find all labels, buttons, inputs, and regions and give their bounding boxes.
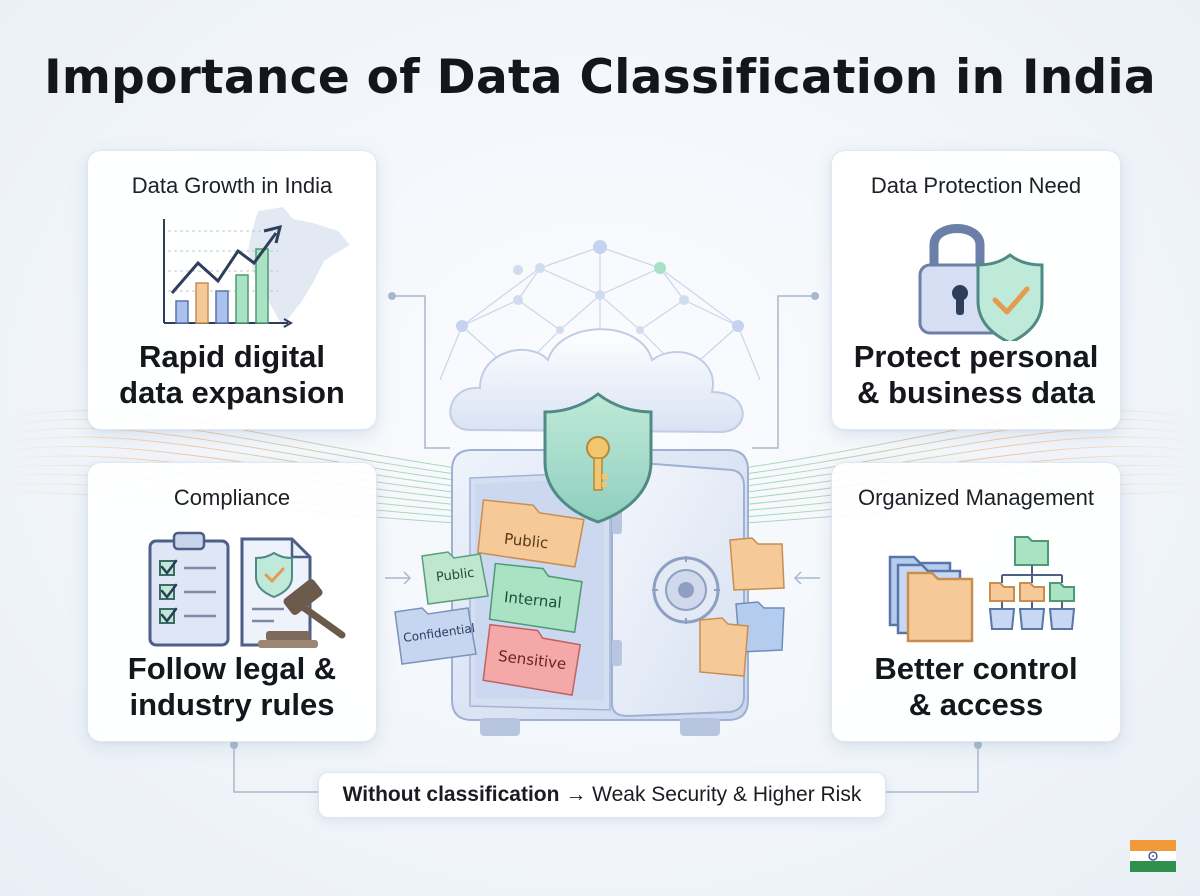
banner-bold-text: Without classification bbox=[342, 783, 560, 806]
connector-lines bbox=[233, 295, 979, 793]
right-flying-folders bbox=[699, 537, 785, 677]
network-nodes bbox=[456, 240, 744, 334]
side-folder-public bbox=[421, 551, 489, 605]
checklist-clipboard-icon bbox=[148, 531, 346, 648]
card-title: Data Protection Need bbox=[870, 173, 1082, 198]
card-body-line: industry rules bbox=[129, 687, 335, 722]
shield-check-icon bbox=[976, 253, 1044, 341]
card-title: Compliance bbox=[173, 485, 291, 510]
card-body: Protect personal & business data bbox=[832, 339, 1120, 411]
card-organized-management: Organized Management Better control & ac… bbox=[831, 462, 1121, 742]
shield-key-icon bbox=[543, 392, 653, 524]
folder-stack-icon bbox=[888, 536, 1076, 643]
card-title: Data Growth in India bbox=[131, 173, 333, 198]
banner-arrow: → bbox=[565, 783, 587, 806]
card-body-line: Protect personal bbox=[853, 339, 1099, 374]
card-body-line: data expansion bbox=[119, 375, 345, 410]
vault-folder-internal bbox=[488, 562, 583, 634]
card-body-line: Follow legal & bbox=[127, 651, 337, 686]
india-flag-icon bbox=[1130, 840, 1176, 872]
side-folder-confidential bbox=[394, 607, 477, 665]
trend-chart-icon bbox=[163, 207, 350, 329]
connector-arrows bbox=[385, 571, 820, 585]
card-data-protection: Data Protection Need Protect personal & … bbox=[831, 150, 1121, 430]
card-body-line: & business data bbox=[857, 375, 1095, 410]
page-title: Importance of Data Classification in Ind… bbox=[44, 50, 1156, 105]
padlock-icon bbox=[918, 224, 1044, 341]
gavel-document-icon bbox=[240, 537, 346, 648]
card-body-line: Rapid digital bbox=[139, 339, 325, 374]
card-body-line: Better control bbox=[874, 651, 1078, 686]
card-title: Organized Management bbox=[857, 485, 1095, 510]
card-body: Follow legal & industry rules bbox=[88, 651, 376, 723]
warning-banner: Without classification → Weak Security &… bbox=[318, 772, 886, 818]
card-compliance: Compliance bbox=[87, 462, 377, 742]
cloud-icon bbox=[449, 328, 744, 434]
card-body: Better control & access bbox=[832, 651, 1120, 723]
hierarchy-icon bbox=[988, 536, 1076, 630]
vault-folder-sensitive bbox=[482, 623, 582, 697]
banner-rest-text: Weak Security & Higher Risk bbox=[592, 783, 862, 806]
card-data-growth: Data Growth in India Rapid digital data … bbox=[87, 150, 377, 430]
connector-dots bbox=[230, 292, 982, 749]
card-body-line: & access bbox=[908, 687, 1044, 722]
card-body: Rapid digital data expansion bbox=[88, 339, 376, 411]
vault-folder-public bbox=[477, 499, 585, 568]
